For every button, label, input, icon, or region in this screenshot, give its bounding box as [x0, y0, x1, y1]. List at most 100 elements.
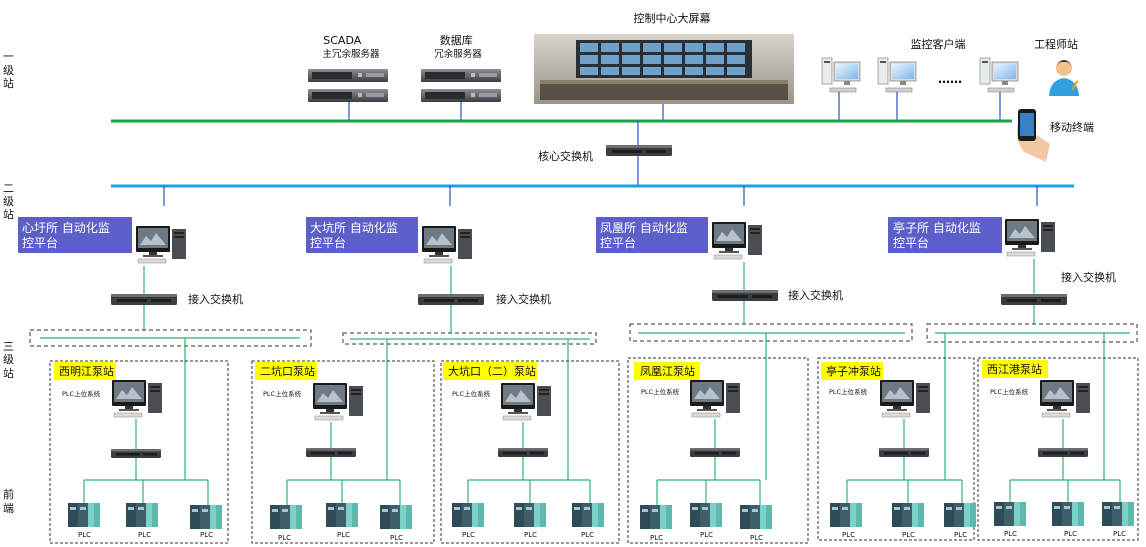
level1-drop-lines	[348, 92, 1001, 121]
platform-3-label-box	[596, 217, 708, 253]
pump-station-1-plc-2-label: PLC	[138, 531, 151, 539]
pump-station-1-workstation	[111, 379, 163, 418]
pump-station-1-plc-3	[190, 505, 222, 529]
pump-station-3-plc-1-label: PLC	[462, 531, 475, 539]
pump-station-1-plc-1-label: PLC	[78, 531, 91, 539]
pump-station-2-plc-2-label: PLC	[337, 531, 350, 539]
pump-station-4-plc-2-label: PLC	[700, 531, 713, 539]
pump-station-2-workstation	[312, 382, 364, 421]
pump-station-2-plc-2	[326, 503, 358, 527]
db-server-backup	[421, 89, 501, 102]
db-server-primary	[421, 69, 501, 82]
pump-station-6-label-box	[982, 360, 1048, 378]
pump-station-3-workstation	[500, 382, 552, 421]
pump-station-4-label-box	[634, 362, 700, 380]
pump-station-4-name: 凤凰江泵站	[640, 364, 695, 378]
platform-1-access-switch	[111, 294, 177, 305]
scada-server-primary	[308, 69, 388, 82]
tier-label-level2: 二 级 站	[3, 182, 18, 221]
pump-station-4-workstation	[689, 379, 741, 418]
scada-server-label: SCADA 主冗余服务器	[322, 34, 380, 60]
platform-1-label-box	[18, 217, 132, 253]
pump-station-6: 西江港泵站 PLC上位系统 PLC PLC PLC	[977, 357, 1139, 541]
pump-station-2-plc-1	[270, 505, 302, 529]
monitor-client-2	[877, 57, 917, 93]
platform-3-workstation	[711, 221, 763, 260]
core-switch	[606, 145, 672, 156]
ellipsis: ……	[938, 72, 962, 86]
pump-station-3-name: 大坑口（二）泵站	[448, 364, 536, 378]
pump-station-6-workstation	[1039, 379, 1091, 418]
platform-3-label: 凤凰所 自动化监 控平台	[600, 221, 692, 250]
pump-station-6-plc-2	[1052, 502, 1084, 526]
pump-station-5-plc-2	[892, 503, 924, 527]
platform-1-label: 心圩所 自动化监 控平台	[22, 221, 114, 250]
pump-station-2-switch	[306, 448, 356, 457]
platform-1-workstation	[135, 225, 187, 264]
pump-station-6-plc-upper-label: PLC上位系统	[990, 387, 1029, 396]
pump-station-3-plc-upper-label: PLC上位系统	[452, 389, 491, 398]
core-switch-label: 核心交换机	[538, 149, 593, 163]
pump-station-3-plc-2-label: PLC	[524, 531, 537, 539]
pump-station-1-plc-upper-label: PLC上位系统	[62, 389, 101, 398]
pump-station-2-name: 二坑口泵站	[260, 364, 315, 378]
platform-2-access-switch	[418, 294, 484, 305]
big-screen-label: 控制中心大屏幕	[634, 11, 711, 25]
pump-station-1-plc-2	[126, 503, 158, 527]
pump-station-1: 西明江泵站 PLC上位系统 PLC PLC PLC	[49, 360, 229, 544]
pump-station-3-plc-3	[572, 503, 604, 527]
pump-station-4-plc-3-label: PLC	[750, 534, 763, 542]
platform-1-access-switch-label: 接入交换机	[188, 292, 243, 306]
pump-station-3-label-box	[443, 362, 537, 380]
platform-4-label-box	[888, 217, 1002, 253]
pump-station-3-plc-1	[452, 503, 484, 527]
scada-server-backup	[308, 89, 388, 102]
pump-station-4-plc-2	[690, 503, 722, 527]
platform-4-workstation	[1004, 218, 1056, 257]
pump-station-3-plc-2	[514, 503, 546, 527]
pump-station-5-plc-3	[944, 503, 976, 527]
control-center-screen-photo	[534, 34, 794, 104]
pump-station-4: 凤凰江泵站 PLC上位系统 PLC PLC PLC	[627, 357, 809, 544]
pump-station-4-switch	[690, 448, 740, 457]
pump-station-1-name: 西明江泵站	[59, 364, 114, 378]
pump-station-5-plc-upper-label: PLC上位系统	[829, 387, 868, 396]
platform-2-label-box	[306, 217, 418, 253]
pump-station-6-plc-1	[994, 502, 1026, 526]
pump-station-3-plc-3-label: PLC	[581, 531, 594, 539]
pump-station-1-switch	[111, 449, 161, 458]
pump-station-5-plc-1	[830, 503, 862, 527]
pump-station-4-plc-1-label: PLC	[650, 534, 663, 542]
mobile-terminal-label: 移动终端	[1050, 120, 1094, 134]
platform-4: 亭子所 自动化监 控平台 接入交换机	[888, 186, 1138, 343]
platform-3-access-switch-label: 接入交换机	[788, 288, 843, 302]
monitor-clients-label: 监控客户端	[911, 37, 966, 51]
pump-station-2-plc-upper-label: PLC上位系统	[263, 389, 302, 398]
pump-station-6-plc-1-label: PLC	[1004, 530, 1017, 538]
platform-1: 心圩所 自动化监 控平台 接入交换机	[18, 186, 312, 347]
pump-station-4-plc-upper-label: PLC上位系统	[641, 387, 680, 396]
engineer-person-icon	[1049, 60, 1079, 96]
pump-station-2: 二坑口泵站 PLC上位系统 PLC PLC PLC	[251, 360, 435, 544]
pump-station-2-plc-3	[380, 505, 412, 529]
pump-station-5: 亭子冲泵站 PLC上位系统 PLC PLC PLC	[817, 357, 976, 541]
platform-2-access-switch-label: 接入交换机	[496, 292, 551, 306]
tier-label-level1: 一 级 站	[3, 50, 18, 90]
platform-3: 凤凰所 自动化监 控平台 接入交换机	[596, 186, 913, 342]
platform-4-access-switch-label: 接入交换机	[1061, 270, 1116, 284]
pump-station-6-switch	[1038, 448, 1088, 457]
platform-4-access-switch	[1001, 294, 1067, 305]
pump-station-2-plc-1-label: PLC	[278, 534, 291, 542]
mobile-terminal-icon	[1016, 109, 1050, 162]
pump-station-5-name: 亭子冲泵站	[826, 364, 881, 378]
pump-station-6-name: 西江港泵站	[987, 362, 1042, 376]
pump-station-5-label-box	[821, 362, 883, 380]
pump-station-1-plc-1	[68, 503, 100, 527]
pump-station-6-plc-3-label: PLC	[1113, 530, 1126, 538]
pump-station-5-workstation	[879, 379, 931, 418]
pump-station-5-plc-2-label: PLC	[902, 531, 915, 539]
platform-2: 大坑所 自动化监 控平台 接入交换机	[306, 186, 597, 345]
pump-station-6-plc-2-label: PLC	[1064, 530, 1077, 538]
pump-station-4-plc-3	[740, 505, 772, 529]
